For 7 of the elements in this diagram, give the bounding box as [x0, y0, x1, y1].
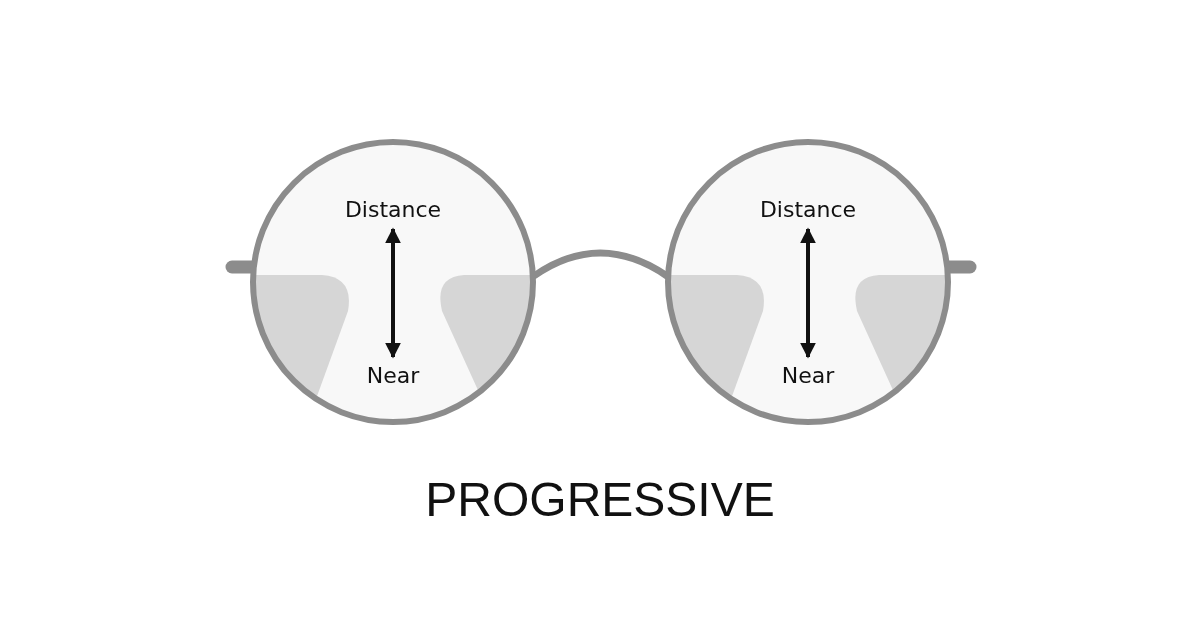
vision-zone-label: Distance	[344, 197, 442, 223]
title: PROGRESSIVE	[425, 473, 775, 526]
vision-zone-label: Near	[366, 363, 420, 389]
double-arrow	[385, 227, 401, 359]
double-arrow	[800, 227, 816, 359]
vision-zone-label: Distance	[759, 197, 857, 223]
vision-zone-label: Near	[781, 363, 835, 389]
